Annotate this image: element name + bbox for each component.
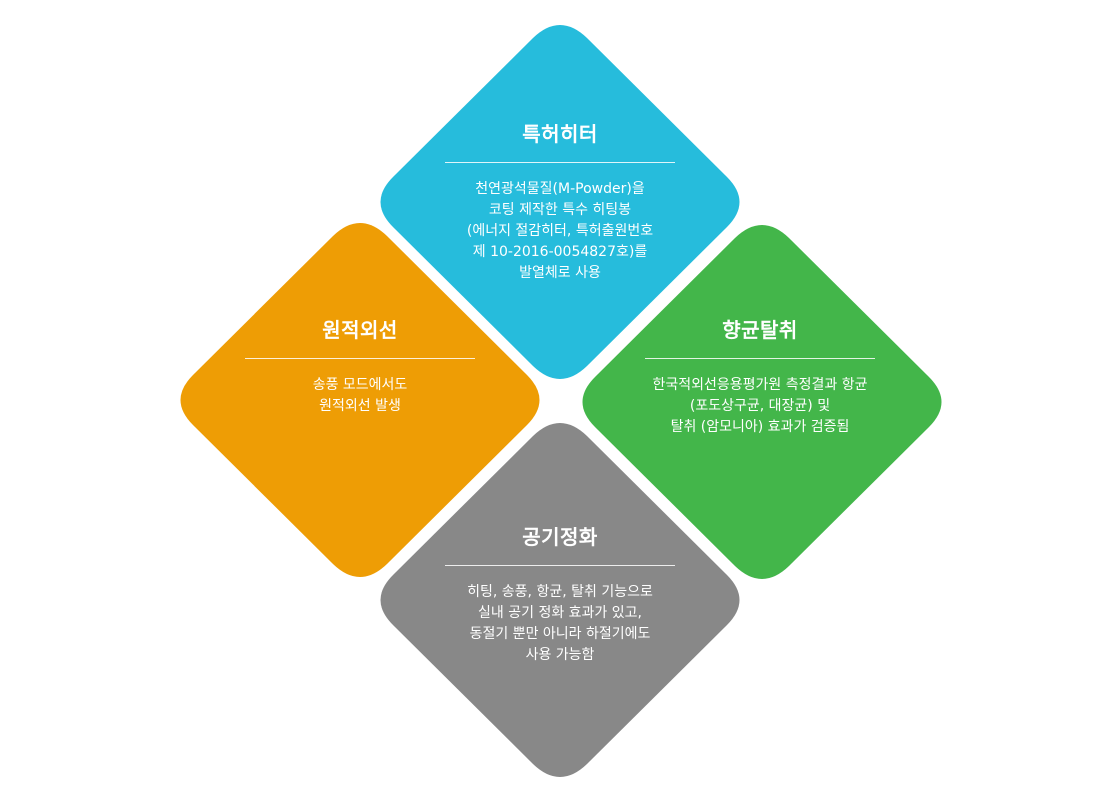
card-far-infrared: 원적외선 송풍 모드에서도 원적외선 발생 (243, 318, 477, 417)
description-line: 송풍 모드에서도 (312, 377, 408, 393)
title-divider (645, 358, 875, 359)
description-line: 동절기 뿐만 아니라 하절기에도 (469, 626, 651, 642)
description-line: 천연광석물질(M-Powder)을 (475, 181, 645, 197)
card-title: 특허히터 (522, 122, 598, 146)
card-title: 향균탈취 (722, 318, 798, 342)
diamond-bottom (380, 423, 740, 777)
card-description: 천연광석물질(M-Powder)을 코팅 제작한 특수 히팅봉 (에너지 절감히… (445, 179, 675, 284)
title-divider (245, 358, 475, 359)
description-line: 사용 가능함 (525, 647, 595, 663)
card-antibacterial-deodorizing: 향균탈취 한국적외선응용평가원 측정결과 항균 (포도상구균, 대장균) 및 탈… (630, 318, 890, 438)
title-divider (445, 565, 675, 566)
card-patent-heater: 특허히터 천연광석물질(M-Powder)을 코팅 제작한 특수 히팅봉 (에너… (445, 122, 675, 284)
diamond-top (380, 25, 740, 379)
description-line: 원적외선 발생 (319, 398, 401, 414)
card-title: 원적외선 (322, 318, 398, 342)
diamond-left (180, 223, 540, 577)
card-description: 히팅, 송풍, 항균, 탈취 기능으로 실내 공기 정화 효과가 있고, 동절기… (430, 582, 690, 666)
card-description: 송풍 모드에서도 원적외선 발생 (243, 375, 477, 417)
description-line: 발열체로 사용 (519, 265, 601, 281)
description-line: 실내 공기 정화 효과가 있고, (478, 605, 642, 621)
title-divider (445, 162, 675, 163)
description-line: 제 10-2016-0054827호)를 (472, 244, 648, 260)
card-air-purification: 공기정화 히팅, 송풍, 항균, 탈취 기능으로 실내 공기 정화 효과가 있고… (430, 525, 690, 666)
diamond-right (582, 225, 942, 579)
card-description: 한국적외선응용평가원 측정결과 항균 (포도상구균, 대장균) 및 탈취 (암모… (630, 375, 890, 438)
description-line: 한국적외선응용평가원 측정결과 항균 (652, 377, 868, 393)
description-line: 탈취 (암모니아) 효과가 검증됨 (670, 419, 850, 435)
description-line: (에너지 절감히터, 특허출원번호 (466, 223, 654, 239)
description-line: 코팅 제작한 특수 히팅봉 (488, 202, 632, 218)
description-line: 히팅, 송풍, 항균, 탈취 기능으로 (467, 584, 653, 600)
description-line: (포도상구균, 대장균) 및 (689, 398, 831, 414)
card-title: 공기정화 (522, 525, 598, 549)
